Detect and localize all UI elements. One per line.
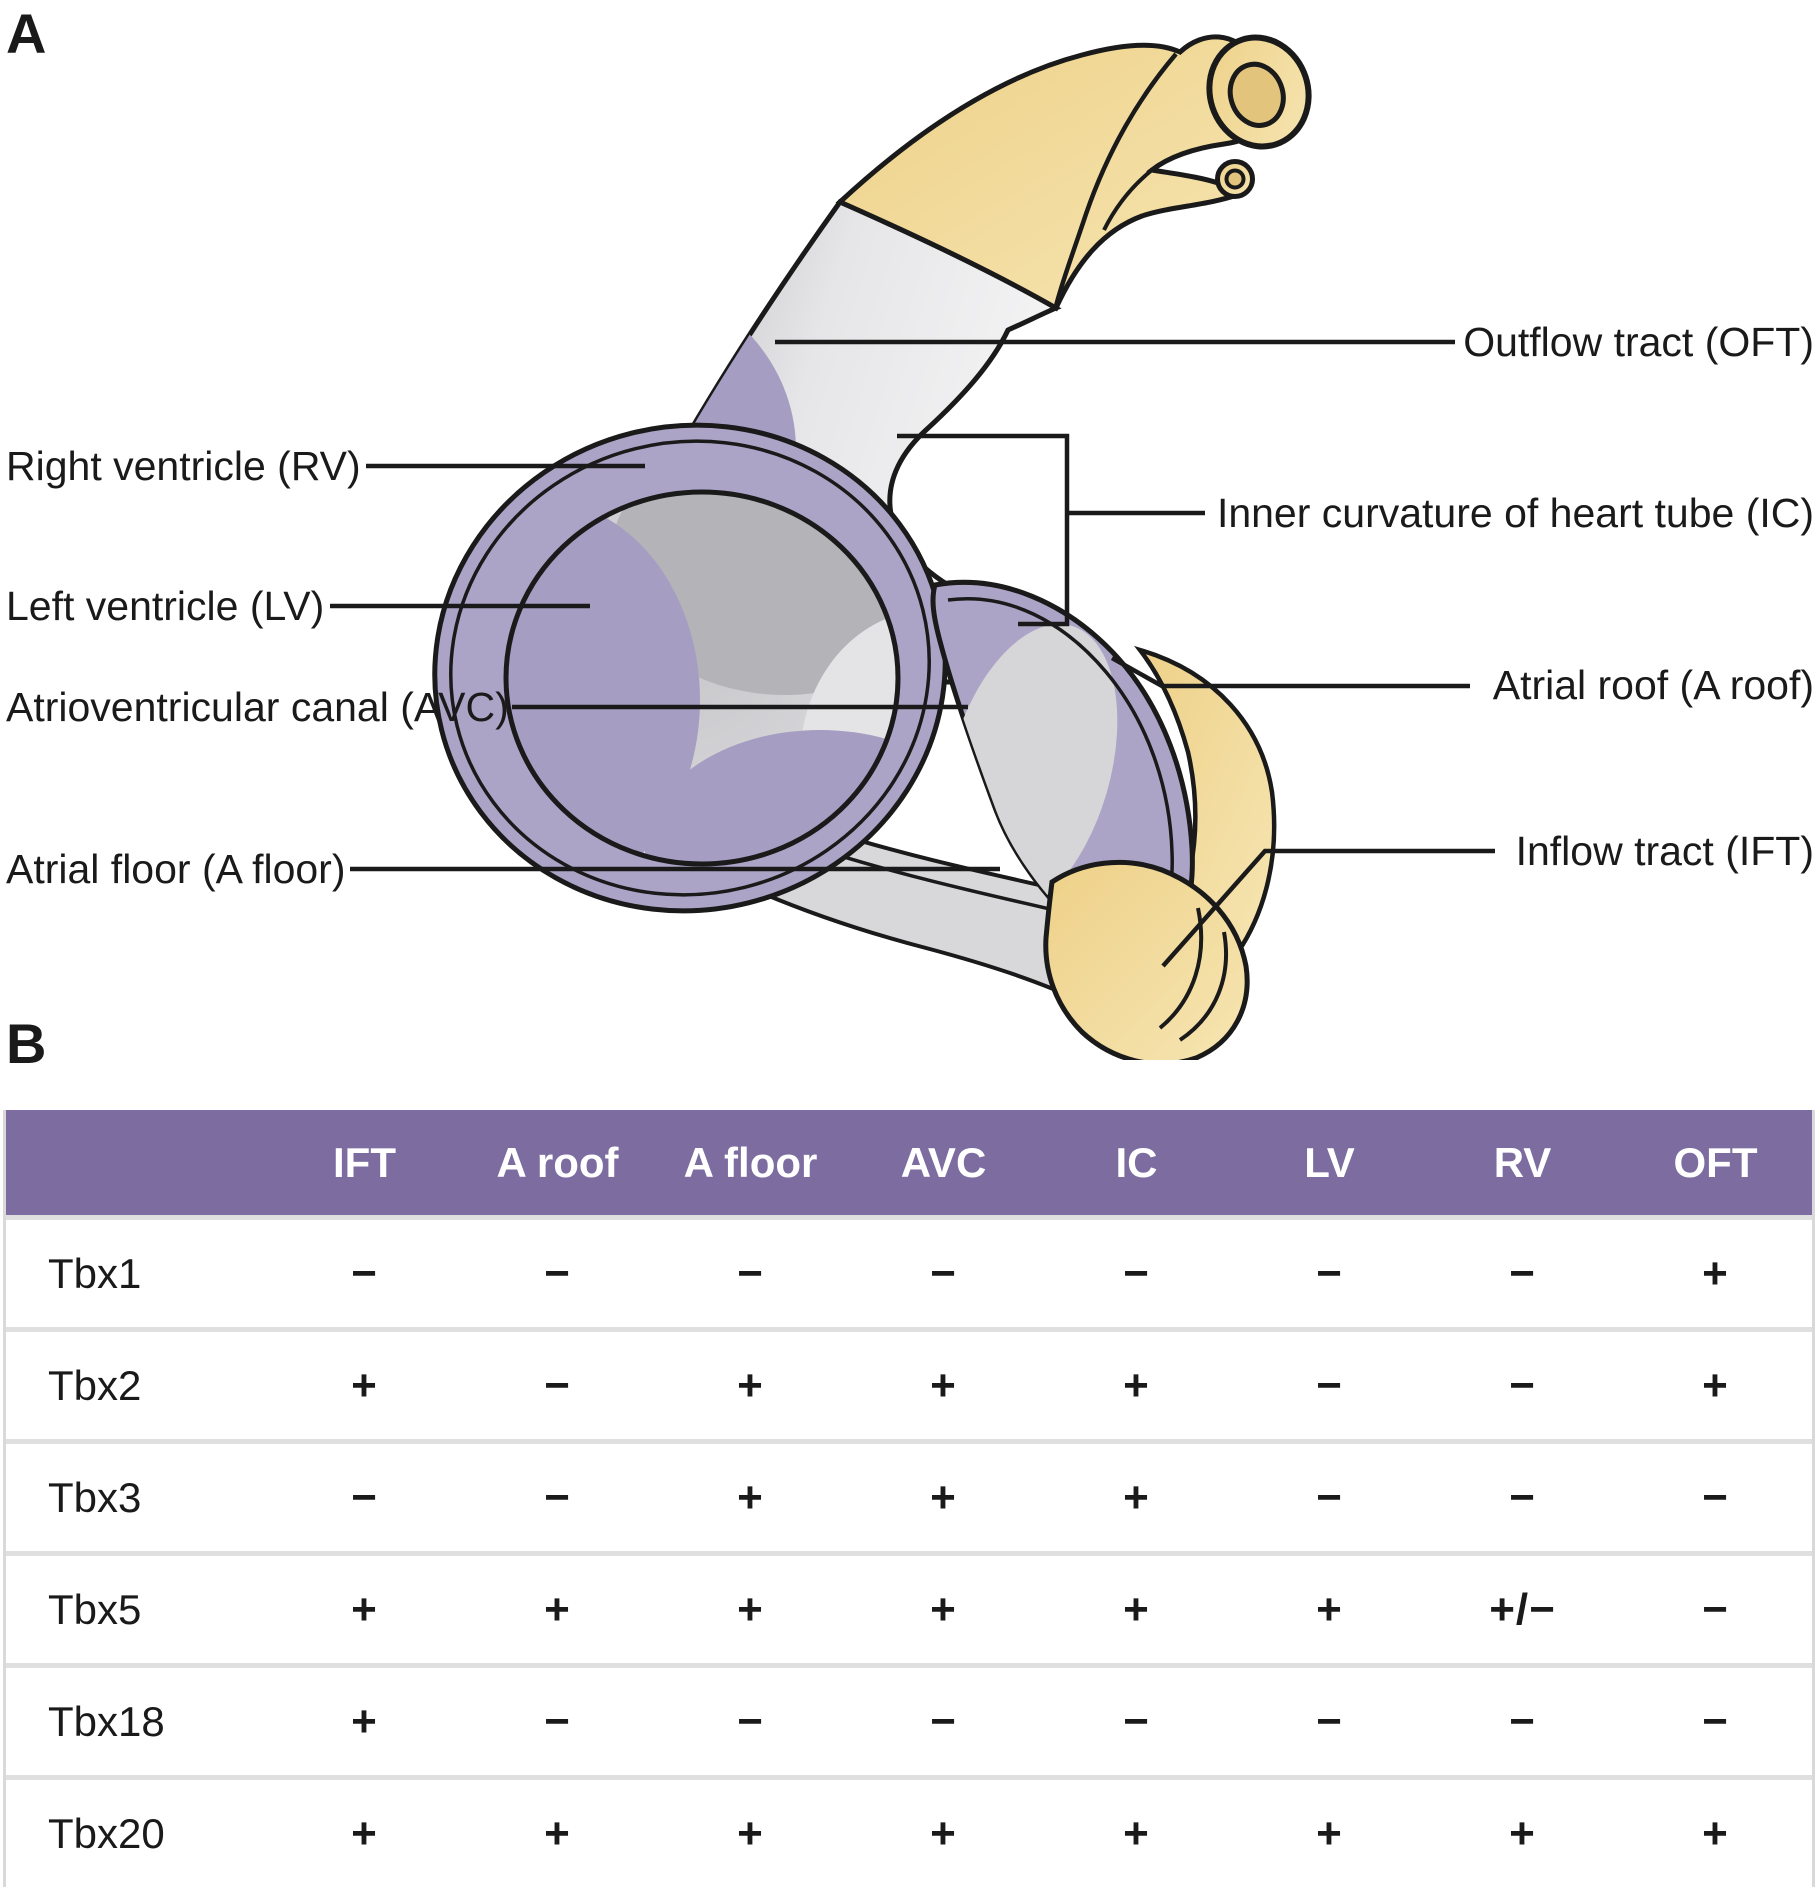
table-header-row: IFT A roof A floor AVC IC LV RV OFT — [6, 1110, 1812, 1215]
label-atrial-roof: Atrial roof (A roof) — [1492, 662, 1814, 708]
label-right-ventricle: Right ventricle (RV) — [6, 443, 361, 489]
table-cell: + — [1123, 1360, 1150, 1410]
table-cell: − — [930, 1248, 957, 1298]
column-header-oft: OFT — [1673, 1138, 1758, 1186]
gene-name: Tbx5 — [48, 1585, 142, 1633]
table-cell: + — [1702, 1248, 1729, 1298]
table-cell: + — [930, 1360, 957, 1410]
gene-name: Tbx1 — [48, 1249, 142, 1297]
table-cell: + — [351, 1696, 378, 1746]
table-row: Tbx20 + + + + + + + + — [6, 1775, 1812, 1887]
table-cell: − — [544, 1360, 571, 1410]
inflow-bell-line — [1178, 931, 1229, 1042]
table-cell: − — [1123, 1248, 1150, 1298]
table-cell: + — [930, 1584, 957, 1634]
panel-b-label: B — [6, 1012, 47, 1075]
table-cell: − — [1316, 1696, 1343, 1746]
table-cell: − — [544, 1472, 571, 1522]
left-ventricle-region — [506, 500, 700, 864]
label-inflow-tract: Inflow tract (IFT) — [1515, 828, 1814, 874]
label-outflow-tract: Outflow tract (OFT) — [1463, 319, 1814, 365]
table-cell: − — [544, 1248, 571, 1298]
table-cell: − — [737, 1696, 764, 1746]
table-cell: − — [544, 1696, 571, 1746]
table-cell: + — [1509, 1808, 1536, 1858]
table-cell: − — [930, 1696, 957, 1746]
table-row: Tbx1 − − − − − − − + — [6, 1215, 1812, 1327]
leader-inflow-tract — [1161, 848, 1495, 968]
table-row: Tbx5 + + + + + + +/− − — [6, 1551, 1812, 1663]
panel-a-label: A — [6, 2, 47, 65]
table-cell: + — [1123, 1584, 1150, 1634]
table-cell: + — [351, 1584, 378, 1634]
label-inner-curvature: Inner curvature of heart tube (IC) — [1216, 490, 1814, 536]
small-artery-lumen — [1224, 168, 1246, 190]
large-artery-lumen — [1227, 61, 1286, 128]
table-cell: + — [1123, 1808, 1150, 1858]
table-cell: + — [1123, 1472, 1150, 1522]
table-cell: + — [1702, 1808, 1729, 1858]
table-cell: + — [737, 1360, 764, 1410]
gene-name: Tbx20 — [48, 1809, 165, 1857]
arterial-pole-crease — [1053, 52, 1178, 307]
gene-name: Tbx18 — [48, 1697, 165, 1745]
column-header-lv: LV — [1304, 1138, 1355, 1186]
column-header-rv: RV — [1493, 1138, 1552, 1186]
table-cell: − — [351, 1248, 378, 1298]
table-cell: + — [737, 1472, 764, 1522]
column-header-afloor: A floor — [683, 1138, 818, 1186]
table-row: Tbx3 − − + + + − − − — [6, 1439, 1812, 1551]
table-row: Tbx2 + − + + + − − + — [6, 1327, 1812, 1439]
column-header-avc: AVC — [900, 1138, 987, 1186]
table-cell: − — [1509, 1472, 1536, 1522]
gene-name: Tbx3 — [48, 1473, 142, 1521]
table-cell: + — [737, 1584, 764, 1634]
table-cell: + — [737, 1808, 764, 1858]
column-header-ift: IFT — [333, 1138, 396, 1186]
table-cell: + — [930, 1808, 957, 1858]
table-cell: − — [1123, 1696, 1150, 1746]
table-cell: + — [1316, 1584, 1343, 1634]
gene-name: Tbx2 — [48, 1361, 142, 1409]
arterial-pole-crease2 — [1102, 168, 1154, 231]
table-cell: − — [1509, 1696, 1536, 1746]
label-left-ventricle: Left ventricle (LV) — [6, 583, 325, 629]
table-cell: − — [737, 1248, 764, 1298]
table-cell: − — [1702, 1584, 1729, 1634]
table-cell: +/− — [1489, 1584, 1556, 1634]
table-row: Tbx18 + − − − − − − − — [6, 1663, 1812, 1775]
table-cell: − — [1702, 1472, 1729, 1522]
table-cell: + — [930, 1472, 957, 1522]
table-cell: − — [351, 1472, 378, 1522]
label-atrioventricular-canal: Atrioventricular canal (AVC) — [6, 684, 509, 730]
label-atrial-floor: Atrial floor (A floor) — [6, 846, 346, 892]
table-cell: − — [1316, 1248, 1343, 1298]
expression-table: IFT A roof A floor AVC IC LV RV OFT Tbx1… — [3, 1110, 1815, 1887]
table-cell: + — [544, 1584, 571, 1634]
table-cell: + — [351, 1808, 378, 1858]
table-cell: − — [1509, 1248, 1536, 1298]
table-cell: + — [1316, 1808, 1343, 1858]
table-cell: + — [351, 1360, 378, 1410]
table-cell: − — [1702, 1696, 1729, 1746]
table-cell: − — [1509, 1360, 1536, 1410]
table-cell: + — [544, 1808, 571, 1858]
table-cell: − — [1316, 1472, 1343, 1522]
arterial-pole-region — [835, 34, 1296, 312]
heart-tube-diagram — [330, 34, 1495, 1060]
leader-atrial-roof — [1110, 656, 1470, 689]
bracket-inner-curvature — [897, 433, 1070, 627]
column-header-ic: IC — [1115, 1138, 1158, 1186]
column-header-aroof: A roof — [496, 1138, 619, 1186]
table-cell: + — [1702, 1360, 1729, 1410]
table-cell: − — [1316, 1360, 1343, 1410]
